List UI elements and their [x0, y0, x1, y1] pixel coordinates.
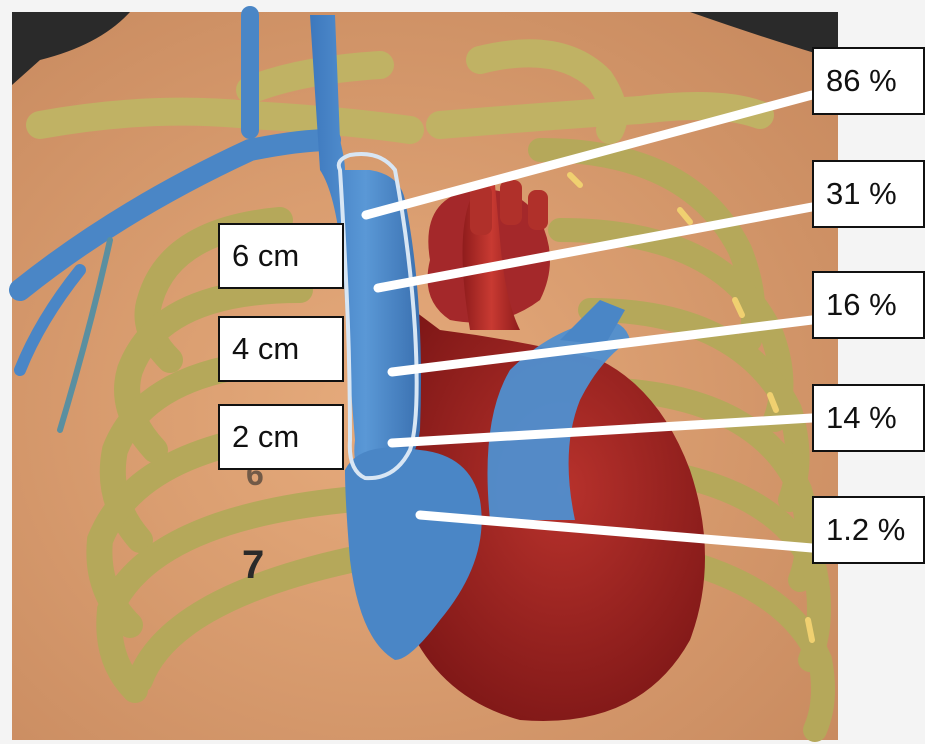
label-14-percent: 14 % — [812, 384, 925, 452]
label-31-percent: 31 % — [812, 160, 925, 228]
aortic-branch-2 — [500, 180, 522, 225]
right-margin — [838, 12, 925, 744]
label-2-cm: 2 cm — [218, 404, 344, 470]
label-4-cm: 4 cm — [218, 316, 344, 382]
label-16-percent: 16 % — [812, 271, 925, 339]
label-86-percent: 86 % — [812, 47, 925, 115]
aortic-branch-3 — [528, 190, 548, 230]
label-1-2-percent: 1.2 % — [812, 496, 925, 564]
aortic-branch-1 — [470, 185, 492, 235]
rib-number-7: 7 — [242, 543, 264, 587]
label-6-cm: 6 cm — [218, 223, 344, 289]
